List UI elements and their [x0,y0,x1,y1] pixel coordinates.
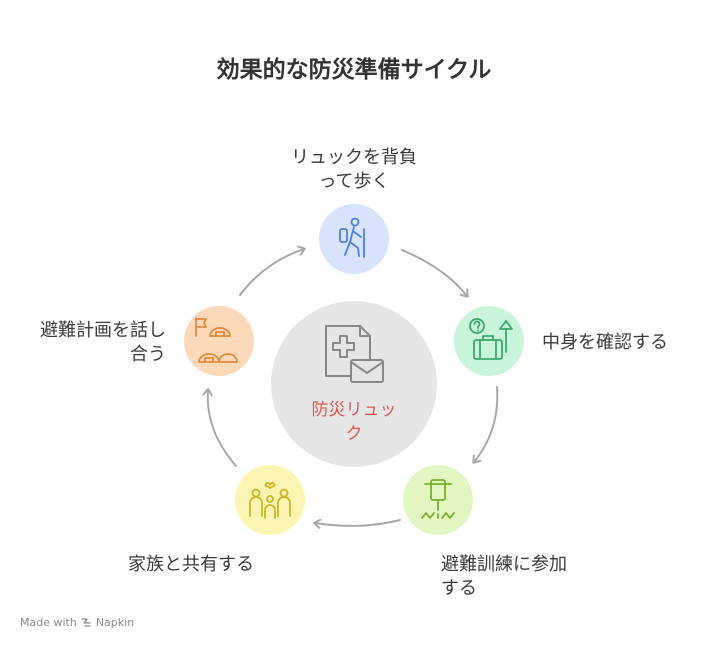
arrow-bottomright-to-bottomleft [315,520,401,526]
step-label-3: 避難訓練に参加 する [441,554,567,599]
arrow-bottomleft-to-left [208,390,237,467]
center-label: 防災リュッ ク [311,400,397,444]
step-label-1: リュックを背負 って歩く [291,147,417,192]
arrow-top-to-right [401,249,467,296]
arrow-left-to-top [239,249,304,296]
center-circle [271,301,437,467]
family-icon [249,482,291,519]
jackhammer-icon [421,479,455,519]
footer-prefix: Made with [20,616,77,629]
step-circle-5 [184,306,254,376]
footer-brand: Napkin [95,616,135,629]
step-circle-2 [454,306,524,376]
footer-watermark: Made with Napkin [20,616,134,629]
flag-shelter-icon [195,317,238,363]
step-label-2: 中身を確認する [542,332,668,353]
step-label-5: 避難計画を話し 合う [40,320,166,365]
step-circle-1 [319,204,389,274]
diagram-title: 効果的な防災準備サイクル [216,57,492,83]
luggage-question-icon [469,318,513,360]
napkin-logo-icon [81,618,91,627]
first-aid-doc-icon [325,325,384,383]
arrow-right-to-bottomright [474,386,499,462]
step-circle-4 [235,465,305,535]
cycle-arrows [208,249,499,526]
step-label-4: 家族と共有する [128,554,254,575]
hiker-icon [339,217,365,258]
